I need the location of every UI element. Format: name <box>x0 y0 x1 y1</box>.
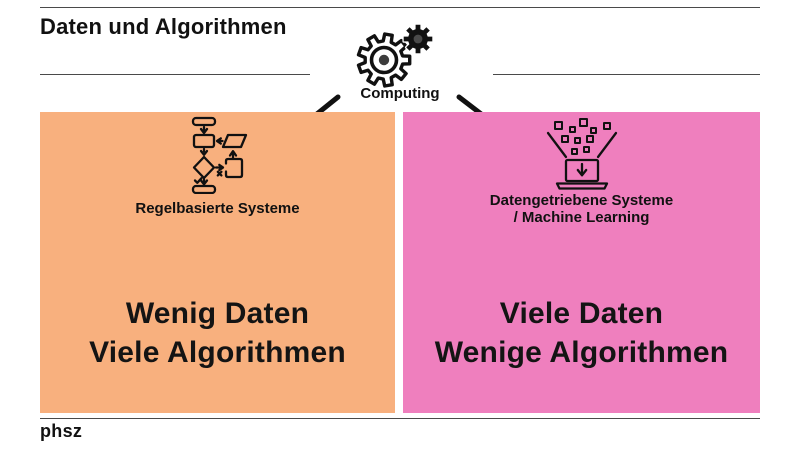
data-driven-label: Datengetriebene Systeme / Machine Learni… <box>403 192 760 226</box>
laptop-base <box>555 182 608 190</box>
phsz-logo: phsz <box>40 421 83 441</box>
label-line: / Machine Learning <box>513 209 650 226</box>
heading-line: Wenig Daten <box>125 297 310 330</box>
funnel-left-line <box>546 131 567 159</box>
heading-line: Wenige Algorithmen <box>434 336 729 369</box>
check-mark <box>193 177 203 184</box>
computing-label: Computing <box>360 85 440 102</box>
heading-line: Viele Algorithmen <box>89 336 346 369</box>
header-divider-right <box>493 74 760 75</box>
data-driven-box: Datengetriebene Systeme / Machine Learni… <box>403 112 760 413</box>
label-line: Datengetriebene Systeme <box>489 192 674 209</box>
rule-based-box: Regelbasierte Systeme Wenig Daten Viele … <box>40 112 395 413</box>
x-mark <box>216 170 223 177</box>
flowchart-icon <box>191 116 247 194</box>
page-title: Daten und Algorithmen <box>40 14 287 39</box>
gear-ring <box>369 45 399 75</box>
gears-icon <box>356 23 434 88</box>
gear-hub <box>378 54 390 66</box>
small-gear-hub <box>413 34 423 44</box>
funnel-right-line <box>596 131 617 159</box>
heading-line: Viele Daten <box>499 297 664 330</box>
header-divider-left <box>40 74 310 75</box>
data-driven-heading: Viele Daten Wenige Algorithmen <box>403 294 760 372</box>
laptop-screen <box>564 158 599 183</box>
rule-based-label: Regelbasierte Systeme <box>135 200 300 217</box>
footer-divider <box>40 418 760 419</box>
top-divider <box>40 7 760 8</box>
laptop-data-icon <box>546 118 617 190</box>
rule-based-heading: Wenig Daten Viele Algorithmen <box>40 294 395 372</box>
